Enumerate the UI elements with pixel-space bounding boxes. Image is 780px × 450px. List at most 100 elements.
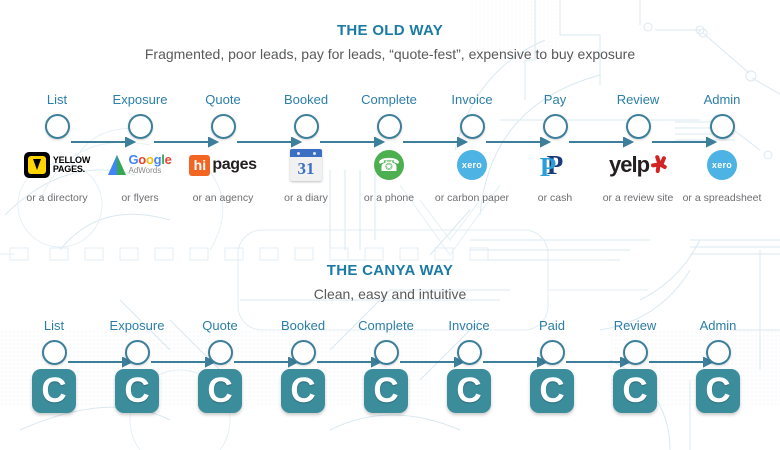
old-step-admin[interactable]: Admin xero or a spreadsheet [679, 92, 765, 204]
step-caption: or cash [537, 192, 573, 204]
google-wordmark: Google [128, 152, 172, 167]
canya-step-admin[interactable]: Admin C [675, 318, 761, 413]
step-node-circle[interactable] [625, 114, 651, 139]
step-label: List [46, 92, 68, 107]
old-step-review[interactable]: Review yelp or a review site [595, 92, 681, 204]
step-label: Quote [205, 92, 241, 107]
step-node-circle[interactable] [705, 340, 731, 365]
step-caption: or an agency [192, 192, 254, 204]
canya-logo: C [260, 369, 346, 413]
step-node-circle[interactable] [290, 340, 316, 365]
canya-logo: C [177, 369, 263, 413]
canya-mark: C [696, 369, 740, 413]
step-node-circle[interactable] [210, 114, 236, 139]
step-node-circle[interactable] [456, 340, 482, 365]
step-node-circle[interactable] [124, 340, 150, 365]
step-label: Booked [283, 92, 329, 107]
step-node-circle[interactable] [41, 340, 67, 365]
step-node-circle[interactable] [44, 114, 70, 139]
step-node-circle[interactable] [373, 340, 399, 365]
canya-logo: C [94, 369, 180, 413]
canya-step-list[interactable]: List C [11, 318, 97, 413]
canya-step-paid[interactable]: Paid C [509, 318, 595, 413]
yellow-pages-line2: PAGES. [52, 164, 85, 174]
canya-logo: C [11, 369, 97, 413]
yelp-logo: yelp [595, 143, 681, 187]
step-node-circle[interactable] [207, 340, 233, 365]
step-label: Review [613, 318, 657, 333]
old-step-pay[interactable]: Pay P or cash [512, 92, 598, 204]
canya-step-booked[interactable]: Booked C [260, 318, 346, 413]
old-step-booked[interactable]: Booked 31 or a diary [263, 92, 349, 204]
step-label: Invoice [451, 92, 493, 107]
step-label: Admin [699, 318, 737, 333]
old-step-list[interactable]: List YELLOW PAGES. or a directory [14, 92, 100, 204]
adwords-mark-icon [108, 155, 127, 175]
canya-step-exposure[interactable]: Exposure C [94, 318, 180, 413]
step-label: Review [616, 92, 660, 107]
calendar-day-number: 31 [297, 159, 315, 178]
step-caption: or a diary [284, 192, 328, 204]
step-caption: or a spreadsheet [682, 192, 762, 204]
whatsapp-logo: ☎ [346, 143, 432, 187]
canya-step-invoice[interactable]: Invoice C [426, 318, 512, 413]
canya-way-subtitle: Clean, easy and intuitive [313, 286, 467, 302]
canya-step-quote[interactable]: Quote C [177, 318, 263, 413]
canya-logo: C [426, 369, 512, 413]
canya-mark: C [32, 369, 76, 413]
hipages-wordmark: pages [212, 156, 257, 173]
canya-logo: C [509, 369, 595, 413]
canya-mark: C [613, 369, 657, 413]
step-label: Exposure [112, 92, 168, 107]
whatsapp-phone-icon: ☎ [374, 150, 404, 180]
step-node-circle[interactable] [293, 114, 319, 139]
calendar-header-bar [290, 149, 322, 157]
step-node-circle[interactable] [709, 114, 735, 139]
step-node-circle[interactable] [376, 114, 402, 139]
step-label: Quote [202, 318, 238, 333]
step-caption: or a review site [602, 192, 674, 204]
old-step-exposure[interactable]: Exposure Google AdWords or flyers [97, 92, 183, 204]
step-node-circle[interactable] [622, 340, 648, 365]
step-label: Booked [280, 318, 326, 333]
canya-step-review[interactable]: Review C [592, 318, 678, 413]
step-label: Paid [538, 318, 566, 333]
yellow-pages-mark-icon [23, 152, 50, 178]
step-caption: or a directory [26, 192, 88, 204]
step-label: Invoice [448, 318, 490, 333]
canya-way-title: THE CANYA WAY [326, 262, 454, 279]
old-step-invoice[interactable]: Invoice xero or carbon paper [429, 92, 515, 204]
step-label: Pay [543, 92, 567, 107]
xero-wordmark: xero [461, 160, 483, 170]
step-label: Admin [703, 92, 741, 107]
step-caption: or carbon paper [434, 192, 510, 204]
old-way-title: THE OLD WAY [336, 22, 444, 39]
hipages-mark-icon: hi [189, 154, 211, 176]
step-caption: or a phone [363, 192, 415, 204]
yelp-wordmark: yelp [608, 152, 650, 177]
old-step-complete[interactable]: Complete ☎ or a phone [346, 92, 432, 204]
hipages-logo: hi pages [180, 143, 266, 187]
xero-logo: xero [429, 143, 515, 187]
canya-mark: C [364, 369, 408, 413]
step-label: Complete [361, 92, 417, 107]
step-node-circle[interactable] [127, 114, 153, 139]
yellow-pages-logo: YELLOW PAGES. [14, 143, 100, 187]
xero-wordmark: xero [711, 160, 733, 170]
canya-mark: C [115, 369, 159, 413]
step-label: Exposure [109, 318, 165, 333]
canya-logo: C [343, 369, 429, 413]
xero-logo: xero [679, 143, 765, 187]
step-node-circle[interactable] [539, 340, 565, 365]
old-step-quote[interactable]: Quote hi pages or an agency [180, 92, 266, 204]
canya-mark: C [281, 369, 325, 413]
step-label: Complete [358, 318, 414, 333]
step-node-circle[interactable] [542, 114, 568, 139]
google-adwords-logo: Google AdWords [97, 143, 183, 187]
paypal-mark-icon: P [540, 150, 563, 182]
canya-step-complete[interactable]: Complete C [343, 318, 429, 413]
calendar-icon: 31 [263, 143, 349, 187]
old-way-subtitle: Fragmented, poor leads, pay for leads, “… [144, 46, 636, 62]
step-node-circle[interactable] [459, 114, 485, 139]
